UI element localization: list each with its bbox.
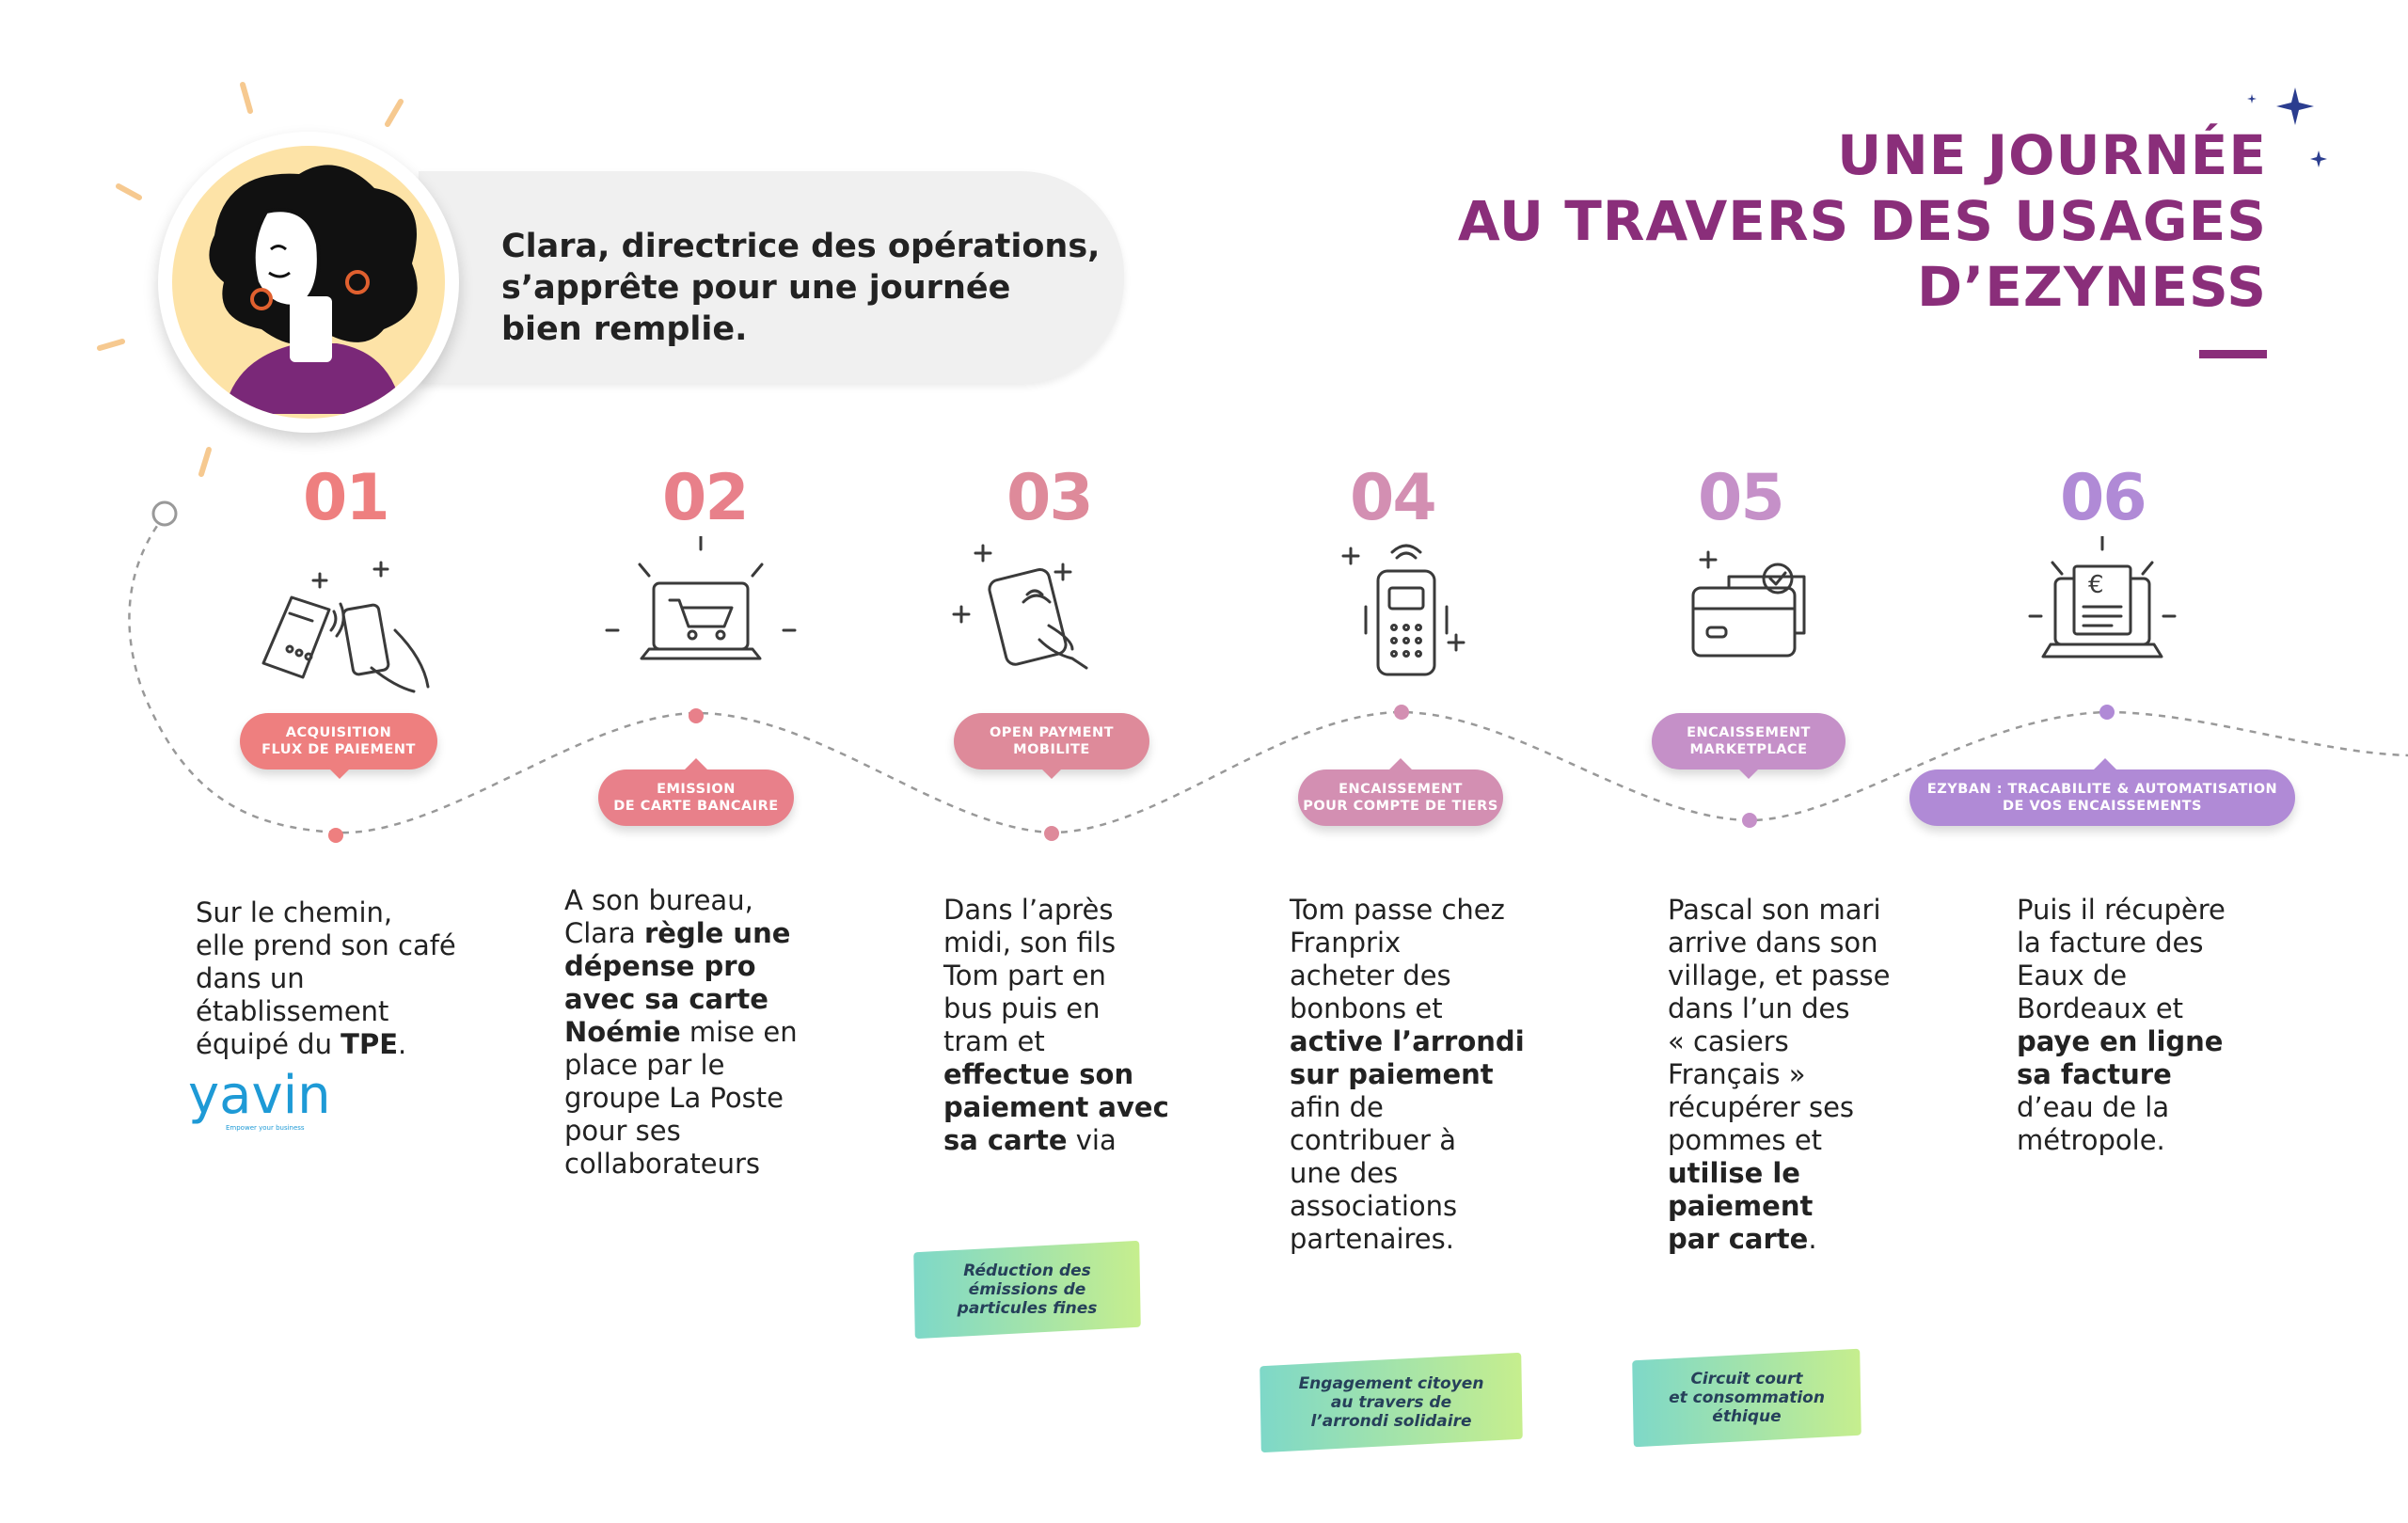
payment-terminal-phone-icon xyxy=(261,561,430,693)
step-label-06: EZYBAN : TRACABILITE & AUTOMATISATION DE… xyxy=(1909,769,2295,826)
step-number-03: 03 xyxy=(1006,461,1094,535)
laptop-cart-icon xyxy=(605,536,797,660)
step-number-06: 06 xyxy=(2060,461,2147,535)
step-description-02: A son bureau, Clara règle une dépense pr… xyxy=(564,884,798,1180)
sparkles-icon xyxy=(2247,87,2327,167)
sun-rays-decoration xyxy=(97,82,404,477)
title-underline xyxy=(2199,350,2267,358)
avatar xyxy=(158,132,459,433)
intro-bubble xyxy=(419,171,1124,383)
yavin-logo: yavin Empower your business xyxy=(188,1065,331,1133)
intro-text: Clara, directrice des opérations, s’appr… xyxy=(501,226,1103,350)
step-number-02: 02 xyxy=(662,461,750,535)
intro-line-3: bien remplie. xyxy=(501,310,748,348)
pill-pointer xyxy=(1387,758,1414,771)
page-title: UNE JOURNÉE AU TRAVERS DES USAGES D’EZYN… xyxy=(1458,122,2267,320)
contactless-card-hand-icon xyxy=(952,544,1088,670)
intro-line-2: s’apprête pour une journée xyxy=(501,269,1011,307)
pill-pointer xyxy=(326,766,353,779)
step-number-04: 04 xyxy=(1350,461,1437,535)
pill-pointer xyxy=(1038,766,1065,779)
step-label-02: EMISSION DE CARTE BANCAIRE xyxy=(598,769,794,826)
pill-pointer xyxy=(683,758,709,771)
pill-pointer xyxy=(2092,758,2118,771)
step-number-01: 01 xyxy=(303,461,390,535)
step-label-04: ENCAISSEMENT POUR COMPTE DE TIERS xyxy=(1298,769,1503,826)
step-label-03: OPEN PAYMENT MOBILITE xyxy=(954,713,1149,769)
step-number-05: 05 xyxy=(1698,461,1785,535)
woman-avatar-icon xyxy=(172,146,445,419)
svg-text:€: € xyxy=(2088,571,2104,599)
pill-pointer xyxy=(1735,766,1762,779)
intro-line-1: Clara, directrice des opérations, xyxy=(501,228,1101,265)
step-label-05: ENCAISSEMENT MARKETPLACE xyxy=(1652,713,1846,769)
title-line-3: D’EZYNESS xyxy=(1917,255,2267,319)
title-line-1: UNE JOURNÉE xyxy=(1837,123,2267,187)
step-label-01: ACQUISITION FLUX DE PAIEMENT xyxy=(240,713,437,769)
laptop-invoice-euro-icon: € xyxy=(2028,536,2177,658)
title-line-2: AU TRAVERS DES USAGES xyxy=(1457,189,2267,253)
wallet-card-check-icon xyxy=(1691,550,1806,658)
card-terminal-icon xyxy=(1341,544,1465,676)
